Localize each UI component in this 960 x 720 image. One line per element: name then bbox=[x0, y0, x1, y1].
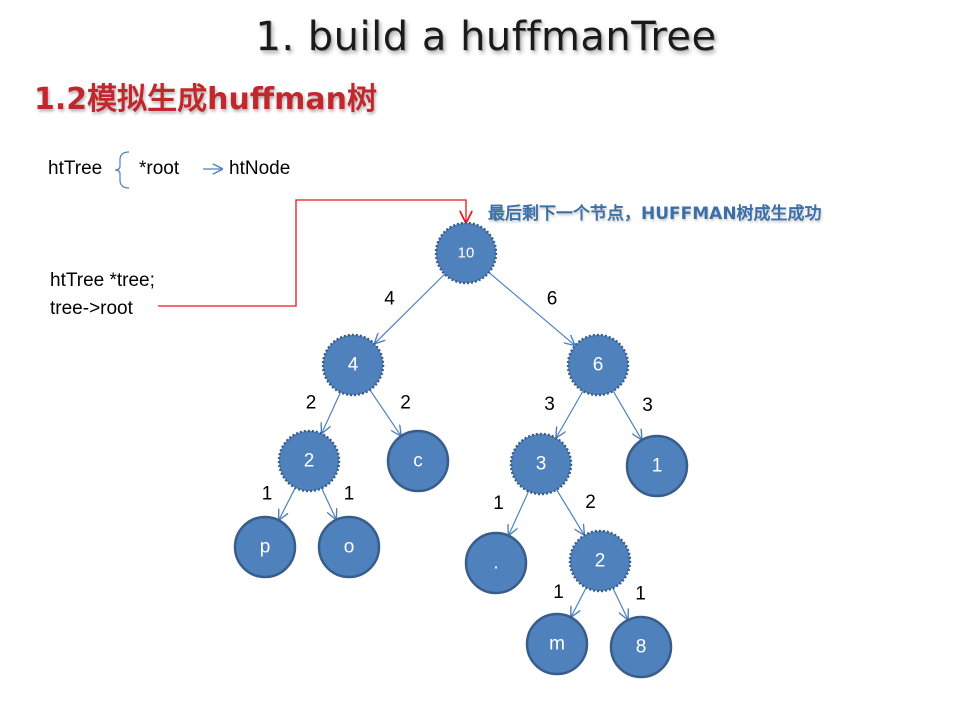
leaf-node: . bbox=[464, 531, 528, 595]
node-circle bbox=[464, 531, 528, 595]
node-label: m bbox=[549, 634, 565, 655]
tree-edge-n6-n1 bbox=[612, 390, 641, 439]
internal-node: 4 bbox=[321, 333, 385, 397]
leaf-node: 1 bbox=[625, 434, 689, 498]
edge-weight-label: 6 bbox=[547, 289, 558, 310]
node-circle bbox=[277, 429, 341, 493]
code-line-declaration: htTree *tree; bbox=[50, 270, 155, 291]
tree-edge-n10-n6 bbox=[488, 271, 574, 345]
node-label: 8 bbox=[636, 637, 647, 658]
tree-edge-n2b-n8 bbox=[612, 587, 628, 619]
node-label: 4 bbox=[348, 355, 359, 376]
tree-edge-n6-n3 bbox=[556, 390, 584, 437]
internal-node: 6 bbox=[566, 333, 630, 397]
struct-target-type: htNode bbox=[229, 158, 291, 179]
edge-weight-label: 2 bbox=[400, 393, 411, 414]
node-circle bbox=[568, 529, 632, 593]
tree-edge-n2a-no bbox=[321, 487, 336, 519]
node-label: c bbox=[413, 451, 423, 472]
internal-node: 2 bbox=[568, 529, 632, 593]
edge-weight-label: 1 bbox=[493, 493, 504, 514]
node-label: p bbox=[260, 537, 271, 558]
node-circle bbox=[317, 515, 381, 579]
tree-edge-n3-n2b bbox=[556, 489, 584, 535]
node-circle bbox=[434, 221, 498, 285]
tree-edge-n3-ndot bbox=[509, 491, 530, 534]
edge-weight-label: 3 bbox=[544, 394, 555, 415]
node-circle bbox=[509, 432, 573, 496]
internal-node: 3 bbox=[509, 432, 573, 496]
tree-edge-n10-n4 bbox=[375, 273, 446, 343]
edge-weight-label: 2 bbox=[306, 393, 317, 414]
leaf-node: 8 bbox=[609, 615, 673, 679]
edge-weight-label: 2 bbox=[585, 492, 596, 513]
edge-weight-label: 3 bbox=[642, 395, 653, 416]
node-circle bbox=[386, 429, 450, 493]
node-label: 2 bbox=[595, 551, 606, 572]
internal-node: 10 bbox=[434, 221, 498, 285]
node-label: 6 bbox=[593, 355, 604, 376]
edge-weight-label: 1 bbox=[553, 582, 564, 603]
tree-edge-n4-nc bbox=[369, 389, 401, 435]
edge-weight-label: 1 bbox=[635, 584, 646, 605]
tree-edge-n4-n2a bbox=[322, 392, 342, 433]
tree-edge-n2b-nm bbox=[571, 587, 587, 617]
edge-weight-label: 1 bbox=[344, 484, 355, 505]
leaf-node: c bbox=[386, 429, 450, 493]
struct-brace bbox=[114, 151, 130, 189]
slide-subtitle: 1.2模拟生成huffman树 bbox=[34, 82, 378, 117]
node-circle bbox=[321, 333, 385, 397]
node-label: 1 bbox=[652, 456, 663, 477]
node-label: o bbox=[344, 537, 355, 558]
tree-edge-n2a-np bbox=[279, 487, 296, 520]
node-circle bbox=[566, 333, 630, 397]
node-circle bbox=[609, 615, 673, 679]
completion-notice: 最后剩下一个节点，HUFFMAN树成生成功 bbox=[488, 204, 822, 224]
leaf-node: p bbox=[233, 515, 297, 579]
struct-member: *root bbox=[139, 158, 180, 179]
node-label: . bbox=[493, 553, 498, 574]
node-circle bbox=[233, 515, 297, 579]
slide-title: 1. build a huffmanTree bbox=[255, 14, 717, 60]
node-label: 3 bbox=[536, 454, 547, 475]
root-pointer-line bbox=[158, 199, 466, 307]
code-line-root-access: tree->root bbox=[50, 298, 133, 319]
node-circle bbox=[625, 434, 689, 498]
leaf-node: m bbox=[525, 612, 589, 676]
leaf-node: o bbox=[317, 515, 381, 579]
edge-weight-label: 1 bbox=[262, 484, 273, 505]
node-circle bbox=[525, 612, 589, 676]
node-label: 10 bbox=[458, 245, 475, 262]
node-label: 2 bbox=[304, 451, 315, 472]
struct-type-name: htTree bbox=[48, 158, 103, 179]
internal-node: 2 bbox=[277, 429, 341, 493]
edge-weight-label: 4 bbox=[384, 289, 395, 310]
